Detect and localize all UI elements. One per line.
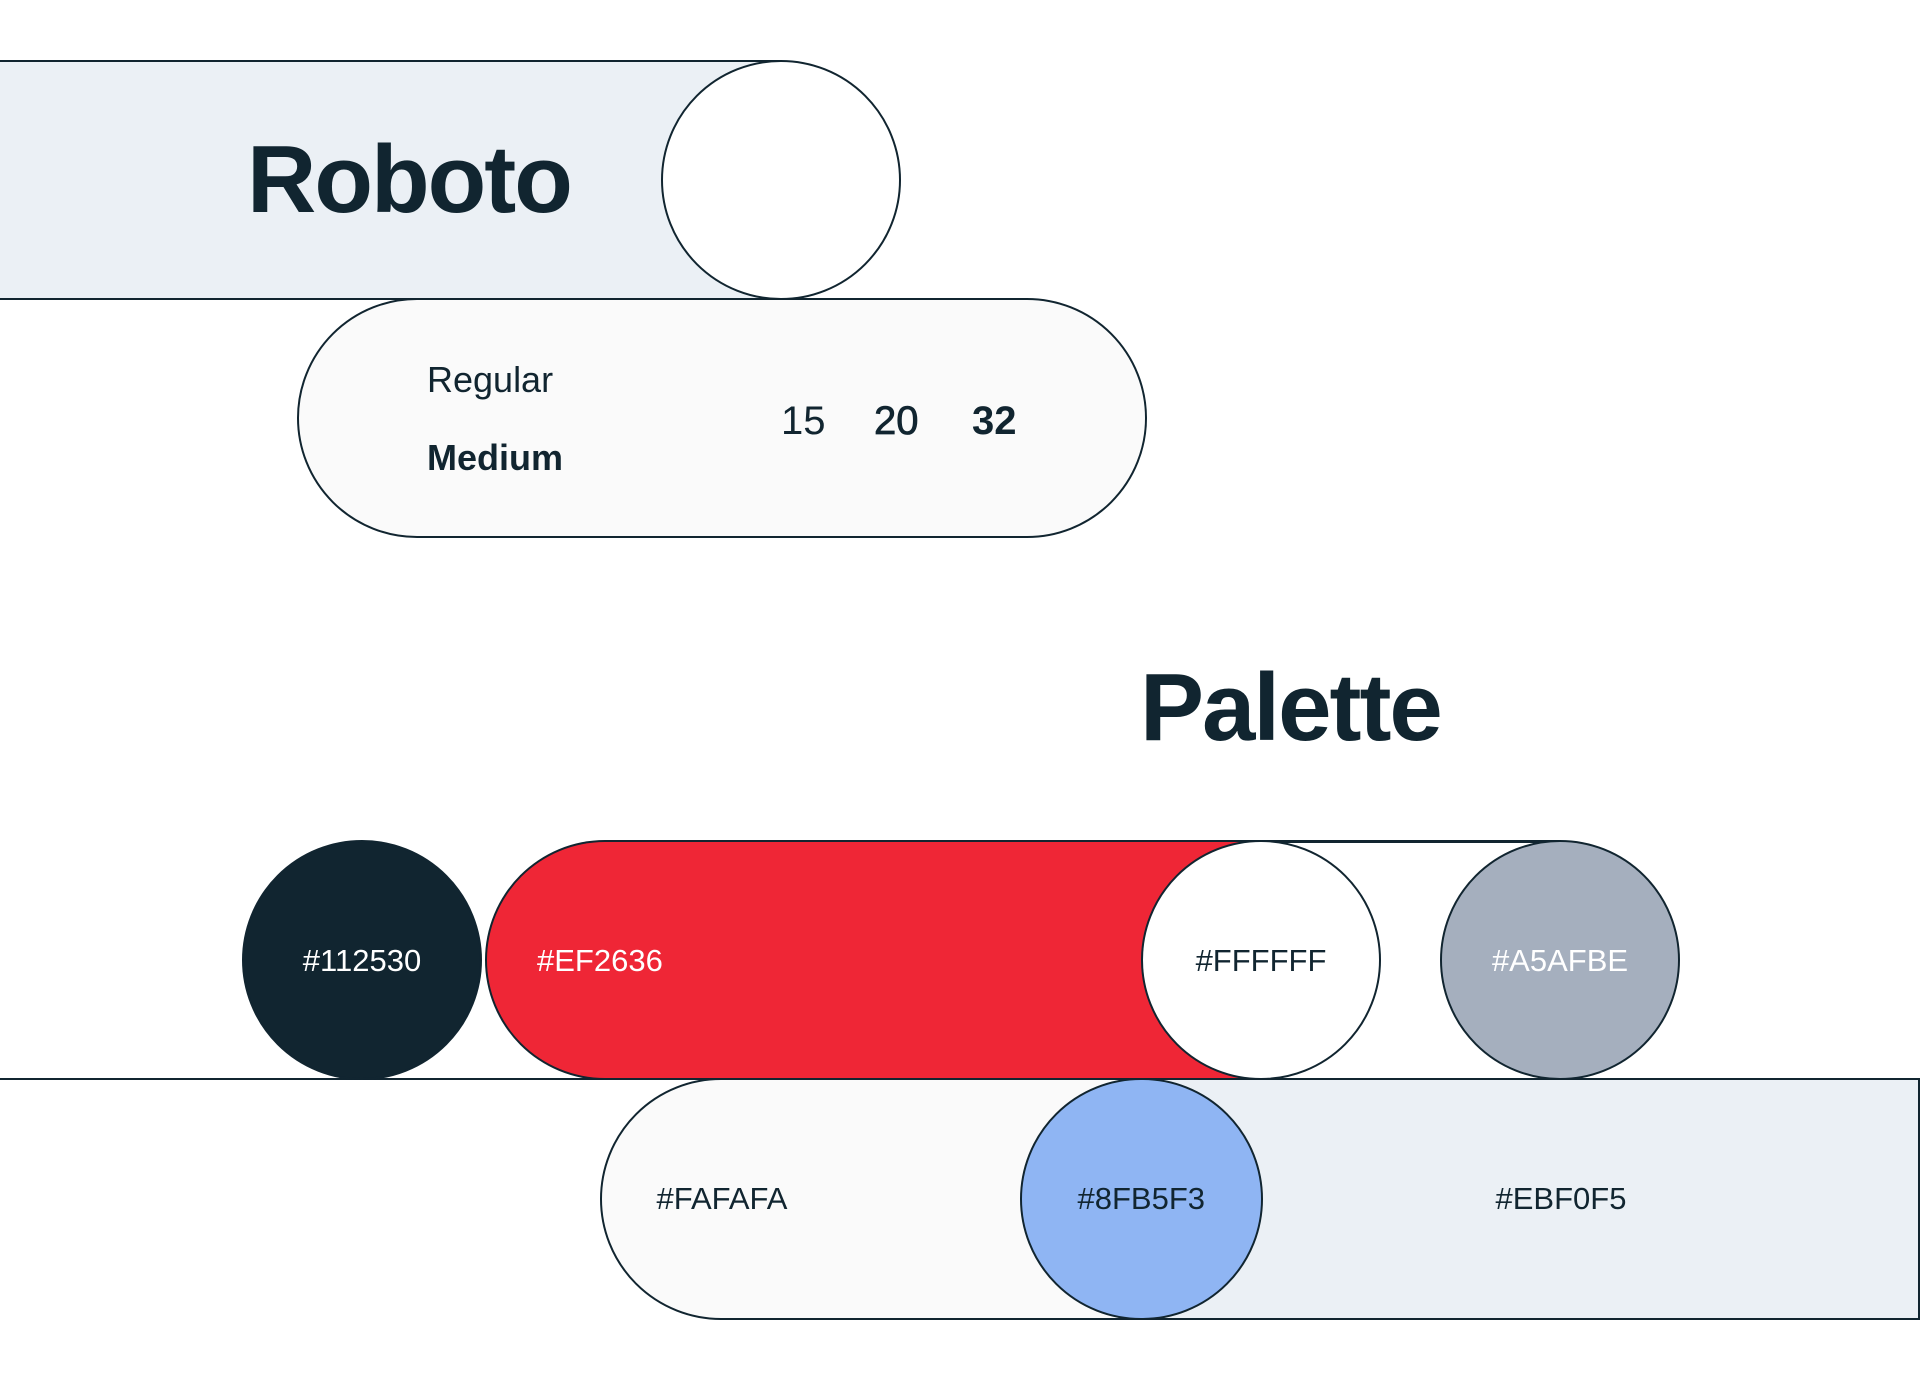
swatch-light-region (1139, 1079, 1918, 1318)
swatch-offwhite-label: #FAFAFA (656, 1181, 788, 1217)
swatch-light-label: #EBF0F5 (1495, 1181, 1627, 1217)
font-size-20-label: 20 (874, 398, 919, 443)
swatch-dark-circle: #112530 (242, 840, 482, 1080)
weight-regular-label: Regular (427, 358, 554, 400)
circles-tangent-line (1261, 840, 1560, 843)
swatch-blue-label: #8FB5F3 (1077, 1181, 1205, 1217)
typography-pill: Regular Medium 15 20 32 (297, 297, 1147, 538)
swatch-red-label: #EF2636 (537, 942, 663, 978)
font-size-32-label: 32 (972, 398, 1017, 443)
font-size-15-label: 15 (781, 398, 826, 443)
weight-medium-label: Medium (427, 436, 564, 478)
swatch-gray-circle: #A5AFBE (1440, 840, 1680, 1080)
font-banner (0, 60, 781, 300)
swatch-red-pill: #EF2636 (485, 840, 1261, 1080)
palette-title: Palette (1140, 654, 1443, 761)
font-banner-cap-circle (661, 60, 901, 300)
font-name-title: Roboto (247, 126, 573, 233)
swatch-white-label: #FFFFFF (1195, 942, 1327, 978)
swatch-dark-label: #112530 (302, 942, 422, 978)
swatch-gray-label: #A5AFBE (1491, 942, 1629, 978)
swatch-blue-circle: #8FB5F3 (1020, 1077, 1263, 1320)
swatch-white-circle: #FFFFFF (1141, 840, 1381, 1080)
